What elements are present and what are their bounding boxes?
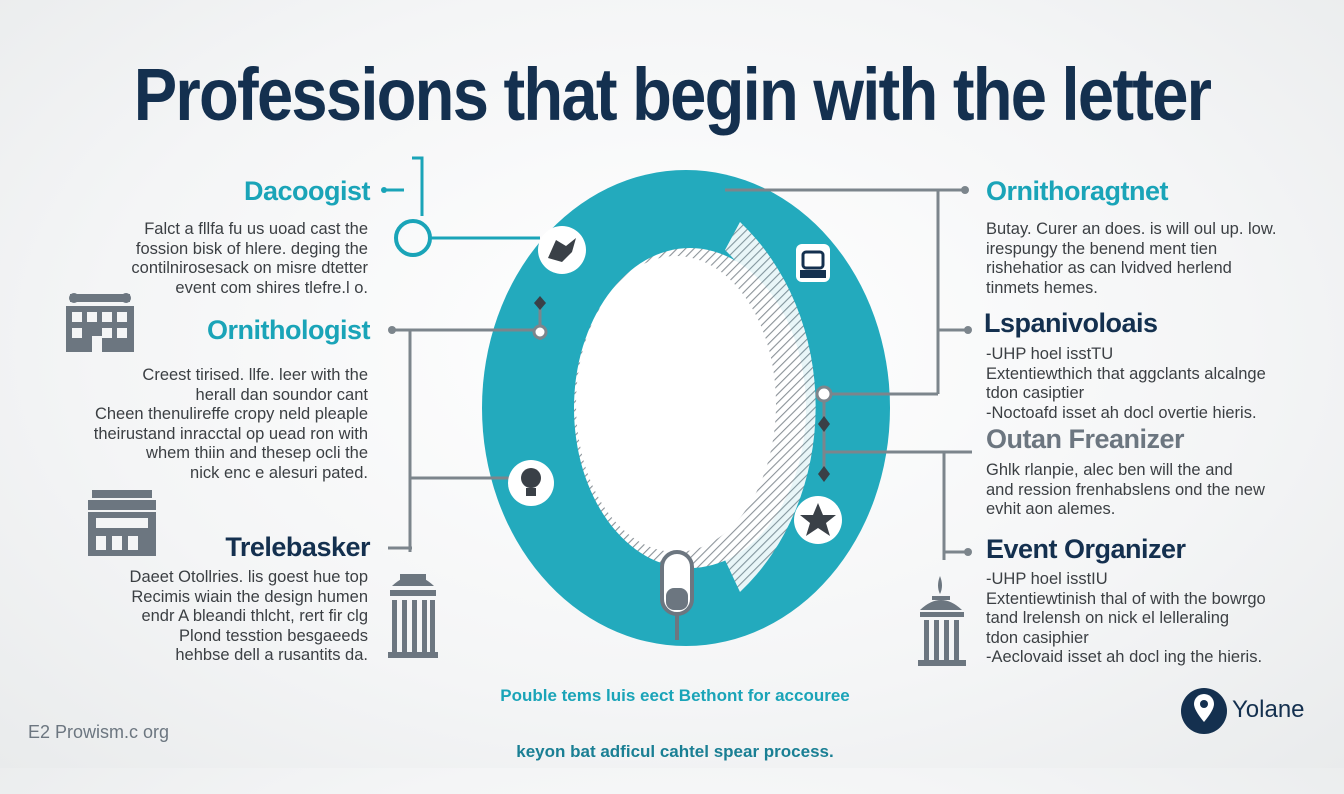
brand-logo: Yolane [1232, 696, 1305, 724]
right-heading-3: Outan Freanizer [986, 424, 1185, 454]
profession-badge-bird-icon [538, 226, 586, 274]
right-body-3: Ghlk rlanpie, alec ben will the and and … [986, 461, 1265, 518]
brand-name: Yolane [1232, 696, 1305, 723]
temple-building-icon [388, 574, 438, 658]
right-heading-2: Lspanivoloais [984, 308, 1158, 338]
profession-badge-star-icon [794, 496, 842, 544]
location-pin-icon [1181, 688, 1227, 734]
page-title: Professions that begin with the letter [133, 53, 1212, 136]
bottom-caption: Pouble tems luis eect Bethont for accour… [440, 654, 910, 794]
right-body-1: Butay. Curer an does. is will oul up. lo… [986, 220, 1277, 297]
right-body-2: -UHP hoel isstTU Extentiewthich that agg… [986, 345, 1266, 422]
right-heading-1: Ornithoragtnet [986, 176, 1169, 206]
footer-source: E2 Prowism.c org [28, 722, 170, 742]
caption-line-2: keyon bat adficul cahtel spear process. [516, 742, 834, 761]
profession-badge-robot-icon [796, 244, 830, 282]
caption-line-1: Pouble tems luis eect Bethont for accour… [500, 686, 850, 705]
storefront-icon [88, 490, 156, 556]
left-heading-2: Ornithologist [207, 315, 370, 345]
microphone-icon [660, 550, 694, 640]
left-body-3: Daeet Otollries. lis goest hue top Recim… [129, 568, 368, 664]
office-building-icon [66, 293, 134, 352]
lantern-pillar-icon [918, 576, 966, 666]
left-heading-3: Trelebasker [225, 532, 370, 562]
connector-dots [381, 186, 972, 556]
left-body-1: Falct a fllfa fu us uoad cast the fossio… [131, 220, 368, 297]
profession-badge-lightbulb-icon [508, 460, 554, 506]
diagram-canvas [66, 156, 1227, 734]
right-heading-4: Event Organizer [986, 534, 1186, 564]
right-body-4: -UHP hoel isstIU Extentiewtinish thal of… [986, 570, 1266, 666]
letter-o-graphic [482, 170, 890, 646]
left-heading-1: Dacoogist [243, 176, 371, 206]
left-body-2: Creest tirised. llfe. leer with the hera… [93, 366, 368, 482]
